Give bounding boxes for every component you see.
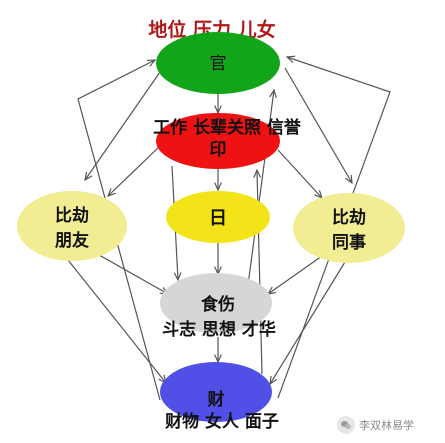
- caption-cai: 财物 女人 面子: [164, 411, 279, 432]
- arrow-yin-to-bijie-left: [108, 145, 161, 196]
- node-bijie-left-line1: 比劫: [55, 205, 89, 226]
- arrow-guan-to-bijie-right: [284, 67, 352, 183]
- node-yin: [156, 113, 280, 169]
- node-bijie-left-line2: 朋友: [55, 230, 89, 251]
- node-cai-label: 财: [207, 389, 225, 410]
- node-ri: [166, 191, 270, 243]
- node-shishang-label: 食伤: [201, 294, 235, 315]
- node-guan: [156, 32, 280, 94]
- arrow-cai-to-guan-left: [77, 60, 161, 401]
- node-ri-label: 日: [209, 208, 227, 229]
- caption-yin: 工作 长辈关照 信誉: [153, 117, 302, 138]
- node-cai: [160, 362, 272, 422]
- arrow-shishang-to-guan: [247, 90, 274, 286]
- arrow-yin-to-bijie-right: [277, 149, 322, 198]
- arrow-cai-to-guan-right: [277, 57, 391, 399]
- node-bijie-right-line1: 比劫: [332, 207, 366, 228]
- node-guan-label: 官: [210, 54, 227, 74]
- arrow-bijie-left-to-cai: [67, 259, 166, 383]
- node-bijie-right: [293, 193, 405, 263]
- wechat-icon: [337, 416, 355, 434]
- arrow-guan-to-bijie-left: [85, 71, 161, 180]
- arrow-bijie-right-to-cai: [270, 261, 346, 384]
- node-shishang: [160, 273, 272, 333]
- node-bijie-left: [17, 191, 127, 261]
- caption-shishang: 斗志 思想 才华: [162, 319, 276, 340]
- node-bijie-right-line2: 同事: [332, 233, 366, 253]
- watermark-text: 李双林易学: [359, 419, 414, 432]
- arrows: [67, 57, 391, 401]
- arrow-bijie-right-to-shishang: [268, 255, 323, 294]
- arrow-bijie-left-to-shishang: [91, 250, 168, 294]
- node-yin-label: 印: [210, 140, 227, 160]
- watermark: 李双林易学: [337, 414, 443, 436]
